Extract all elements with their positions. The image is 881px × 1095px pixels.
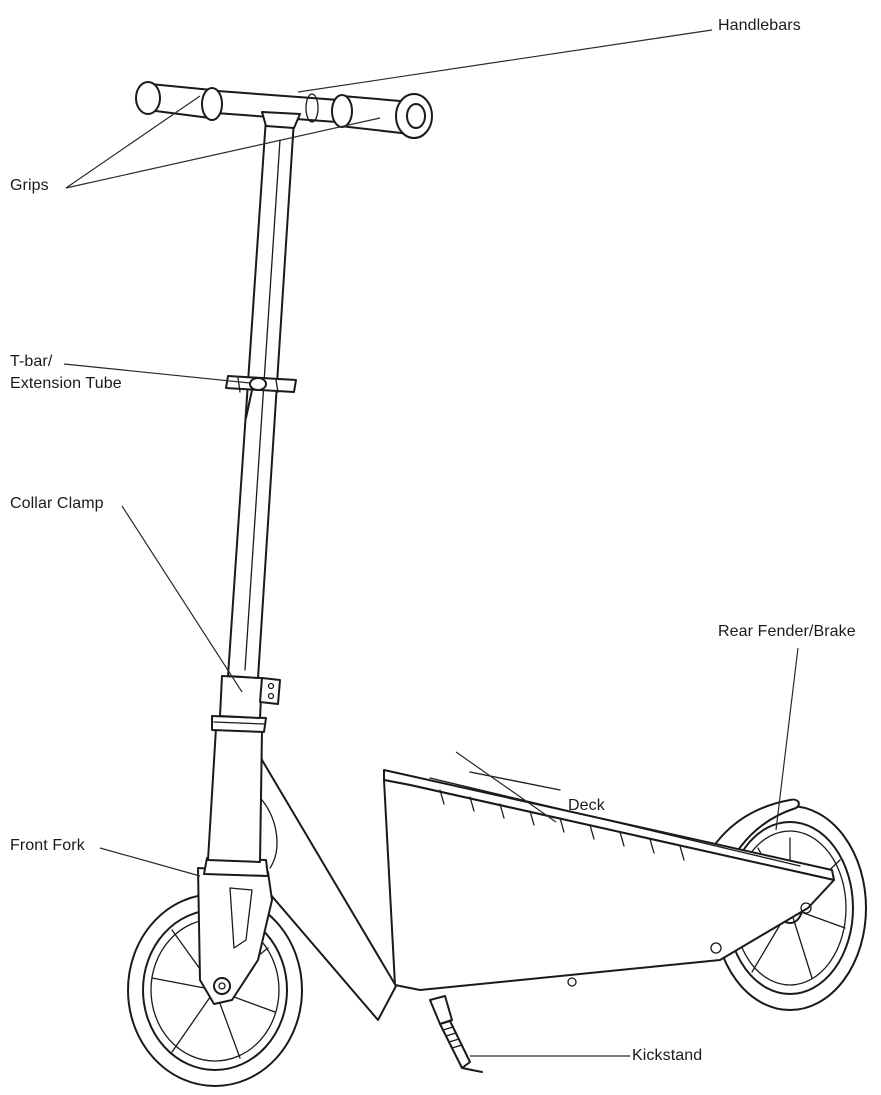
rear-fender-leader xyxy=(775,647,799,831)
grips-leader-right xyxy=(65,117,381,189)
deck-leader xyxy=(455,751,557,823)
collar-clamp xyxy=(219,675,281,719)
label-handlebars: Handlebars xyxy=(718,17,801,34)
label-rear-fender-brake: Rear Fender/Brake xyxy=(718,623,856,640)
leader-lines xyxy=(63,29,799,1057)
label-front-fork: Front Fork xyxy=(10,837,85,854)
tbar-clamp xyxy=(225,375,297,419)
collar-clamp-leader xyxy=(121,505,243,693)
label-tbar-line1: T-bar/ xyxy=(10,353,53,370)
tbar-leader xyxy=(63,363,251,384)
front-fork-leader xyxy=(99,847,201,877)
handlebar-assembly xyxy=(135,81,433,139)
handlebars-leader xyxy=(297,29,713,93)
label-grips: Grips xyxy=(10,177,49,194)
label-tbar-line2: Extension Tube xyxy=(10,375,122,392)
kickstand xyxy=(429,995,483,1073)
lower-tube xyxy=(207,727,263,863)
label-deck: Deck xyxy=(568,797,605,814)
grips-leader-left xyxy=(65,95,201,189)
label-kickstand: Kickstand xyxy=(632,1047,703,1064)
extension-tube xyxy=(227,117,295,679)
deck xyxy=(383,769,835,991)
label-collar-clamp: Collar Clamp xyxy=(10,495,104,512)
